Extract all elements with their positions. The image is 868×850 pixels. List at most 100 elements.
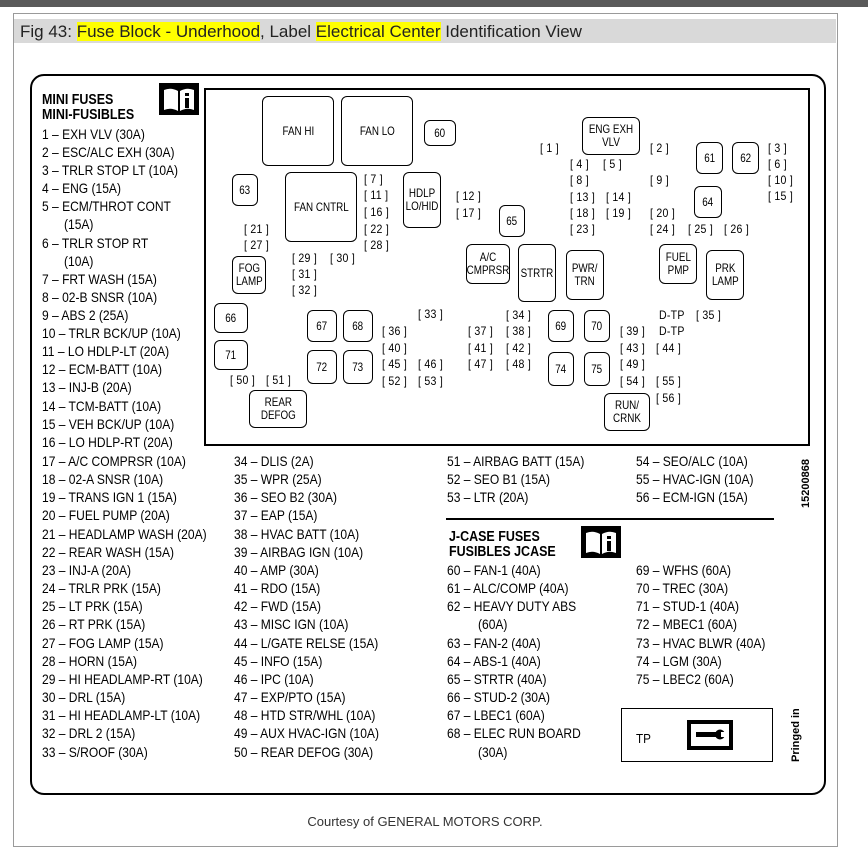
fuse-list-item: 12 – ECM-BATT (10A) <box>42 361 162 377</box>
top-bar <box>0 0 868 7</box>
fuse-list-item: 6 – TRLR STOP RT <box>42 235 149 251</box>
fuel-pump-relay: FUEL PMP <box>659 244 697 284</box>
fuse-list-item: 5 – ECM/THROT CONT <box>42 198 171 214</box>
mini-fuse-slot: [ 33 ] <box>418 307 444 321</box>
fuse-75: 75 <box>584 352 610 386</box>
fuse-list-item: 65 – STRTR (40A) <box>447 671 547 687</box>
fuse-number: 61 <box>704 150 715 165</box>
fuse-list-item: 15 – VEH BCK/UP (10A) <box>42 416 175 432</box>
mini-fusibles-heading: MINI-FUSIBLES <box>42 107 135 123</box>
fuse-list-item: 54 – SEO/ALC (10A) <box>636 453 748 469</box>
mini-fuse-slot: [ 1 ] <box>540 141 559 155</box>
fuse-list-item: 53 – LTR (20A) <box>447 489 529 505</box>
fuse-block-layout <box>204 88 810 446</box>
fuse-list-item: 60 – FAN-1 (40A) <box>447 562 541 578</box>
fuse-list-item: 72 – MBEC1 (60A) <box>636 616 738 632</box>
fuse-list-item: 66 – STUD-2 (30A) <box>447 689 551 705</box>
fuse-list-item: 46 – IPC (10A) <box>234 671 314 687</box>
mini-fuse-slot: [ 47 ] <box>468 357 494 371</box>
fuse-number: 66 <box>225 310 237 325</box>
fuse-number: 69 <box>555 318 567 333</box>
fuse-number: 75 <box>591 361 603 376</box>
part-number: 15200868 <box>800 459 812 508</box>
relay-label: FAN CNTRL <box>293 199 349 214</box>
fuse-list-item: 47 – EXP/PTO (15A) <box>234 689 346 705</box>
fuse-list-item: 39 – AIRBAG IGN (10A) <box>234 544 364 560</box>
mini-fuse-slot: [ 5 ] <box>603 157 622 171</box>
fuse-60: 60 <box>424 120 456 146</box>
hdlp-relay: HDLP LO/HID <box>403 172 441 228</box>
fuse-61: 61 <box>696 142 723 174</box>
mini-fuse-slot: [ 55 ] <box>656 374 682 388</box>
mini-fuse-slot: [ 42 ] <box>506 341 532 355</box>
fuse-number: 74 <box>555 361 567 376</box>
fuse-number: 70 <box>591 318 603 333</box>
mini-fuse-slot: [ 22 ] <box>364 222 390 236</box>
park-lamp-relay: PRK LAMP <box>706 250 744 300</box>
tp-box: TP <box>621 708 773 762</box>
mini-fuse-slot: [ 30 ] <box>330 251 356 265</box>
fuse-list-item: 69 – WFHS (60A) <box>636 562 732 578</box>
fuse-list-item: 10 – TRLR BCK/UP (10A) <box>42 325 181 341</box>
relay-label: FAN HI <box>282 123 314 138</box>
fuse-list-item: 27 – FOG LAMP (15A) <box>42 635 164 651</box>
fuse-list-item: 11 – LO HDLP-LT (20A) <box>42 343 170 359</box>
mini-fuse-slot: [ 52 ] <box>382 374 408 388</box>
ac-compressor-relay: A/C CMPRSR <box>466 244 510 284</box>
mini-fuse-slot: [ 17 ] <box>456 206 482 220</box>
fuse-list-item: 40 – AMP (30A) <box>234 562 319 578</box>
fuse-list-item: 52 – SEO B1 (15A) <box>447 471 551 487</box>
fuse-list-item: 61 – ALC/COMP (40A) <box>447 580 569 596</box>
mini-fuse-slot: [ 49 ] <box>620 357 646 371</box>
mini-fuse-slot: [ 26 ] <box>724 222 750 236</box>
relay-label: A/C CMPRSR <box>466 250 510 277</box>
mini-fuse-slot: [ 23 ] <box>570 222 596 236</box>
fuse-list-item: 14 – TCM-BATT (10A) <box>42 398 162 414</box>
fuse-69: 69 <box>548 310 574 342</box>
fuse-list-item: 45 – INFO (15A) <box>234 653 323 669</box>
fuse-list-item: 19 – TRANS IGN 1 (15A) <box>42 489 177 505</box>
jcase-fusibles-heading: FUSIBLES JCASE <box>449 544 556 560</box>
mini-fuse-slot: [ 19 ] <box>606 206 632 220</box>
fuse-73: 73 <box>343 350 373 384</box>
mini-fuse-slot: [ 14 ] <box>606 190 632 204</box>
fuse-71: 71 <box>214 340 248 370</box>
eng-exh-vlv-relay: ENG EXH VLV <box>582 117 640 155</box>
test-point-slot: D-TP <box>659 324 685 338</box>
fuse-list-item: 4 – ENG (15A) <box>42 180 121 196</box>
fuse-list-item: 51 – AIRBAG BATT (15A) <box>447 453 585 469</box>
caption-prefix: Fig 43: <box>20 22 77 41</box>
fuse-list-item: (10A) <box>64 253 94 269</box>
mini-fuse-slot: [ 50 ] <box>230 373 256 387</box>
mini-fuse-slot: [ 37 ] <box>468 324 494 338</box>
fan-hi-relay: FAN HI <box>262 96 334 166</box>
fan-lo-relay: FAN LO <box>341 96 413 166</box>
relay-label: FUEL PMP <box>665 250 691 277</box>
mini-fuse-slot: [ 16 ] <box>364 205 390 219</box>
mini-fuse-slot: [ 18 ] <box>570 206 596 220</box>
fuse-list-item: 71 – STUD-1 (40A) <box>636 598 740 614</box>
fuse-list-item: 21 – HEADLAMP WASH (20A) <box>42 526 207 542</box>
fuse-list-item: 70 – TREC (30A) <box>636 580 729 596</box>
fuse-64: 64 <box>694 186 722 218</box>
fuse-list-item: 68 – ELEC RUN BOARD <box>447 725 581 741</box>
fuse-number: 73 <box>352 359 364 374</box>
fuse-number: 72 <box>316 359 328 374</box>
starter-relay: STRTR <box>518 244 556 302</box>
fuse-list-item: 67 – LBEC1 (60A) <box>447 707 545 723</box>
mini-fuse-slot: [ 12 ] <box>456 189 482 203</box>
mini-fuse-slot: [ 39 ] <box>620 324 646 338</box>
courtesy-credit: Courtesy of GENERAL MOTORS CORP. <box>307 814 543 829</box>
mini-fuse-slot: [ 41 ] <box>468 341 494 355</box>
mini-fuse-slot: [ 35 ] <box>696 308 722 322</box>
fuse-list-item: 26 – RT PRK (15A) <box>42 616 146 632</box>
fuse-list-item: 63 – FAN-2 (40A) <box>447 635 541 651</box>
mini-fuse-slot: [ 11 ] <box>364 188 389 202</box>
mini-fuse-slot: [ 27 ] <box>244 238 270 252</box>
relay-label: STRTR <box>520 265 554 280</box>
fuse-list-item: 64 – ABS-1 (40A) <box>447 653 541 669</box>
caption-mid: , Label <box>260 22 316 41</box>
mini-fuse-slot: [ 2 ] <box>650 141 669 155</box>
fuse-list-item: 56 – ECM-IGN (15A) <box>636 489 748 505</box>
relay-label: RUN/ CRNK <box>613 398 641 425</box>
